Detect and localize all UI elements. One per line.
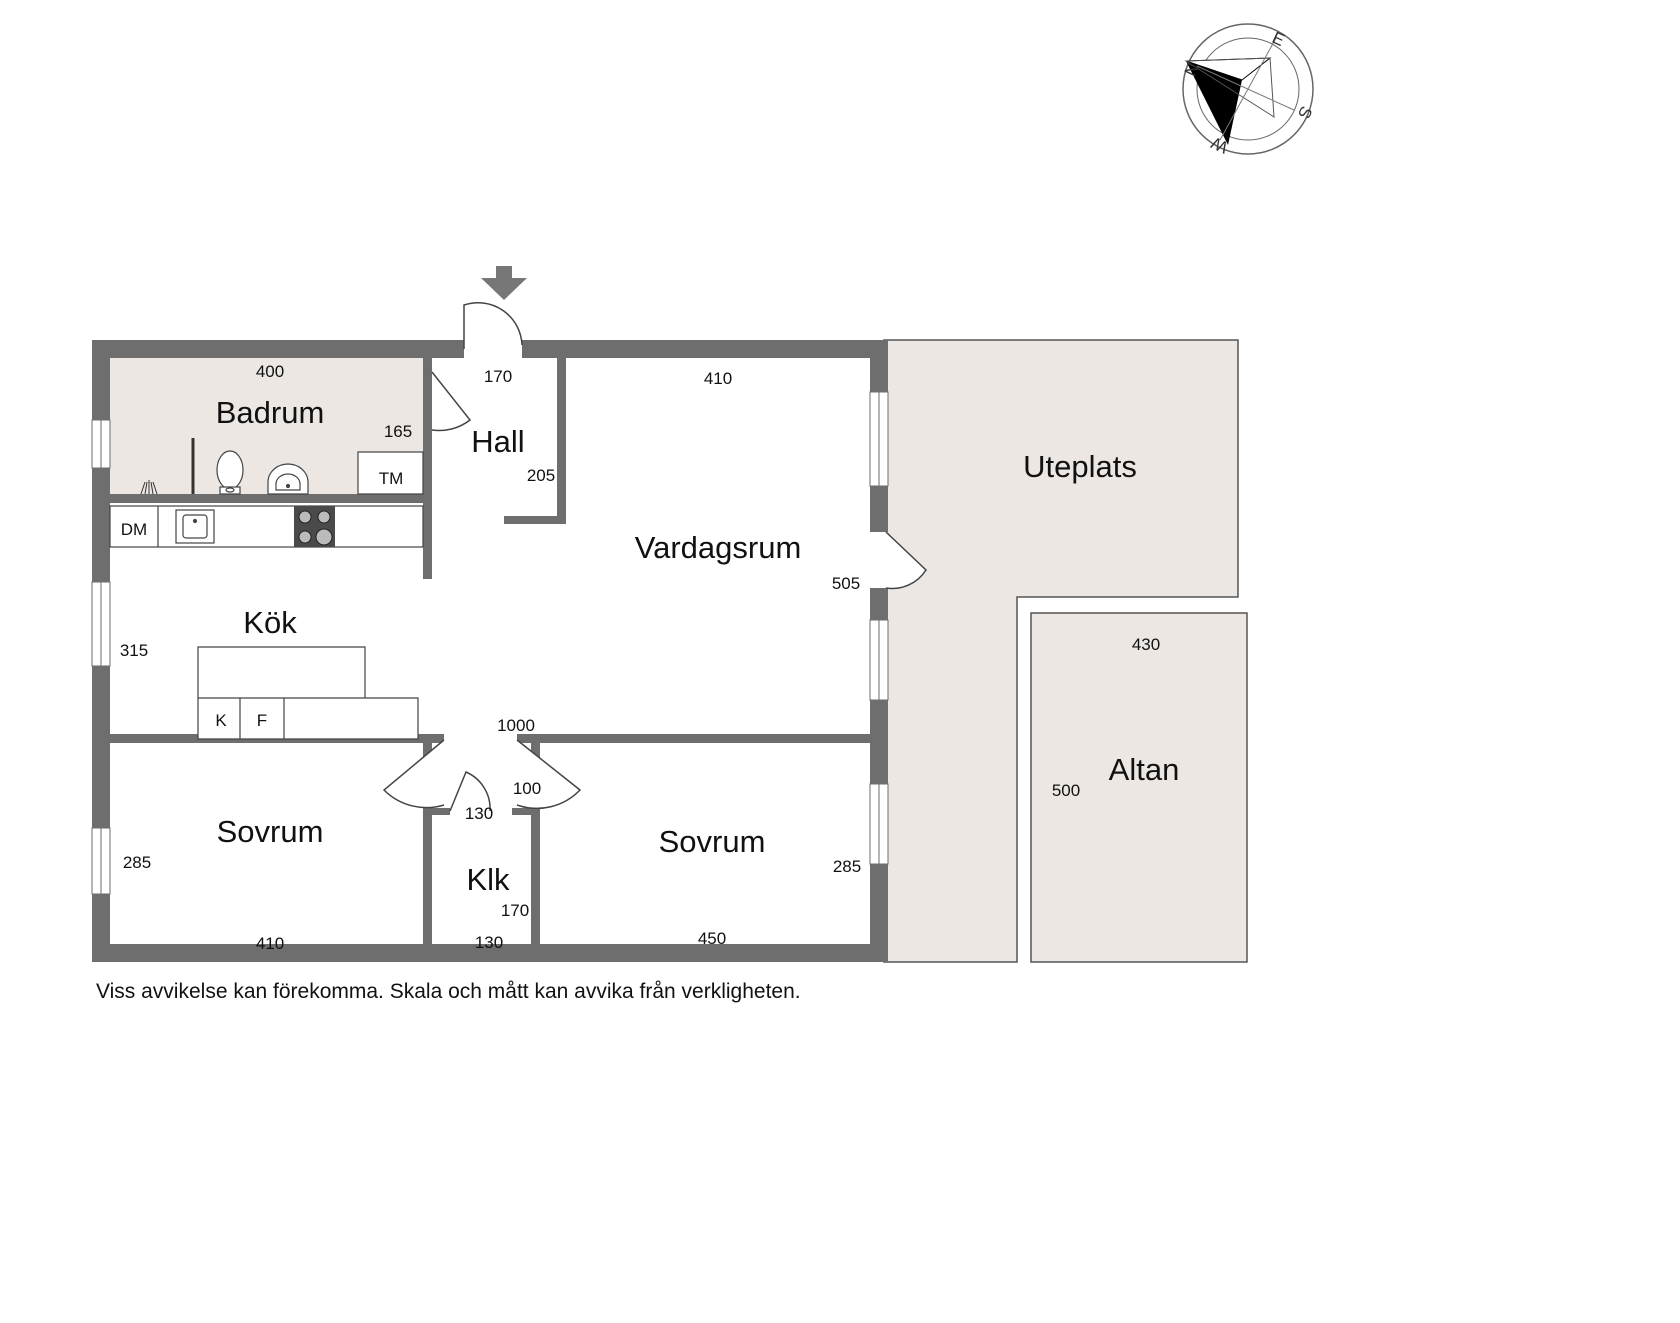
dim-sovrum-right-width: 450 [698,929,726,948]
dim-total-width: 1000 [497,716,535,735]
room-klk: Klk [466,862,510,897]
label-dm: DM [121,520,147,539]
disclaimer-note: Viss avvikelse kan förekomma. Skala och … [96,980,801,1003]
toilet-icon [216,450,244,495]
dim-kok-depth: 315 [120,641,148,660]
label-f: F [257,711,267,730]
room-hall: Hall [471,424,524,459]
dim-corridor-width: 100 [513,779,541,798]
dim-hall-width: 170 [484,367,512,386]
dim-badrum-width: 400 [256,362,284,381]
dim-badrum-depth: 165 [384,422,412,441]
room-sovrum-left: Sovrum [217,814,324,849]
compass-w: W [1208,133,1231,157]
windows [91,391,889,895]
bathroom-fixtures [140,438,424,495]
dim-vardagsrum-width: 410 [704,369,732,388]
room-badrum: Badrum [216,395,325,430]
doors [382,302,927,812]
room-uteplats: Uteplats [1023,449,1137,484]
dim-sovrum-right-depth: 285 [833,857,861,876]
dim-sovrum-left-width: 410 [256,934,284,953]
dim-sovrum-left-depth: 285 [123,853,151,872]
dim-klk-width-bottom: 130 [475,933,503,952]
dim-klk-width-top: 130 [465,804,493,823]
dim-klk-depth: 170 [501,901,529,920]
entrance-arrow-icon [481,266,527,300]
dim-hall-depth: 205 [527,466,555,485]
label-tm: TM [379,469,404,488]
room-altan: Altan [1109,752,1180,787]
dim-vardagsrum-depth: 505 [832,574,860,593]
label-k: K [215,711,227,730]
compass-icon: N E S W [1181,23,1316,157]
altan-area [1030,612,1248,963]
sink-icon [267,463,309,495]
kitchen-counter [109,505,424,740]
room-kok: Kök [243,605,297,640]
room-sovrum-right: Sovrum [659,824,766,859]
stove-icon [294,506,335,547]
dim-altan-width: 430 [1132,635,1160,654]
room-vardagsrum: Vardagsrum [635,530,802,565]
dim-altan-depth: 500 [1052,781,1080,800]
